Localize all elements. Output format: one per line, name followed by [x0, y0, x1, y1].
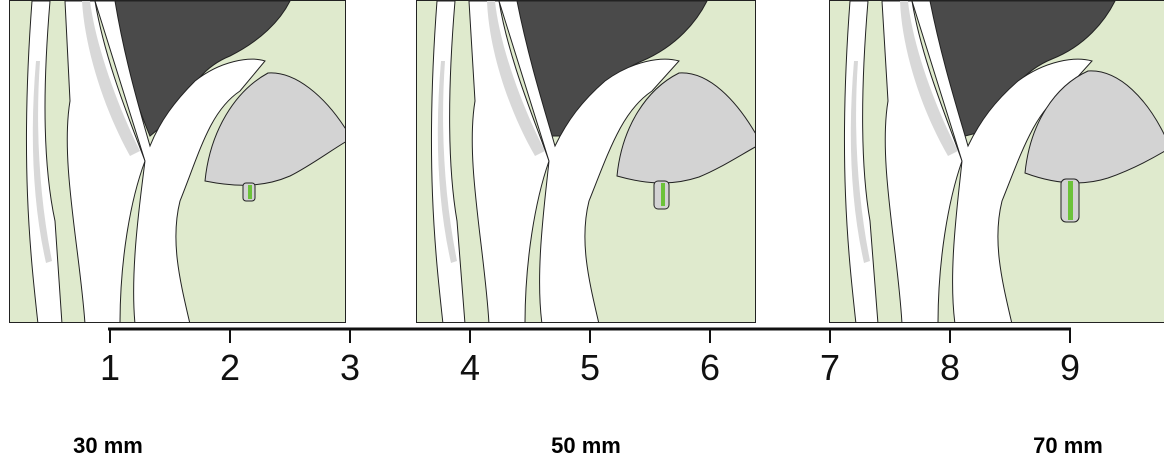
- scale-tick-label: 2: [220, 350, 240, 386]
- teat-length-label-3: 70 mm: [1033, 433, 1103, 459]
- scale-tick-label: 4: [460, 350, 480, 386]
- scale-tick-label: 8: [940, 350, 960, 386]
- scale-tick-label: 7: [820, 350, 840, 386]
- teat-length-label-1: 30 mm: [73, 433, 143, 459]
- scale-tick-label: 5: [580, 350, 600, 386]
- scale-tick-marks: [110, 329, 1070, 343]
- scale-tick-label: 9: [1060, 350, 1080, 386]
- teat-length-label-2: 50 mm: [551, 433, 621, 459]
- scale-tick-label: 6: [700, 350, 720, 386]
- scale-tick-label: 3: [340, 350, 360, 386]
- scale-tick-label: 1: [100, 350, 120, 386]
